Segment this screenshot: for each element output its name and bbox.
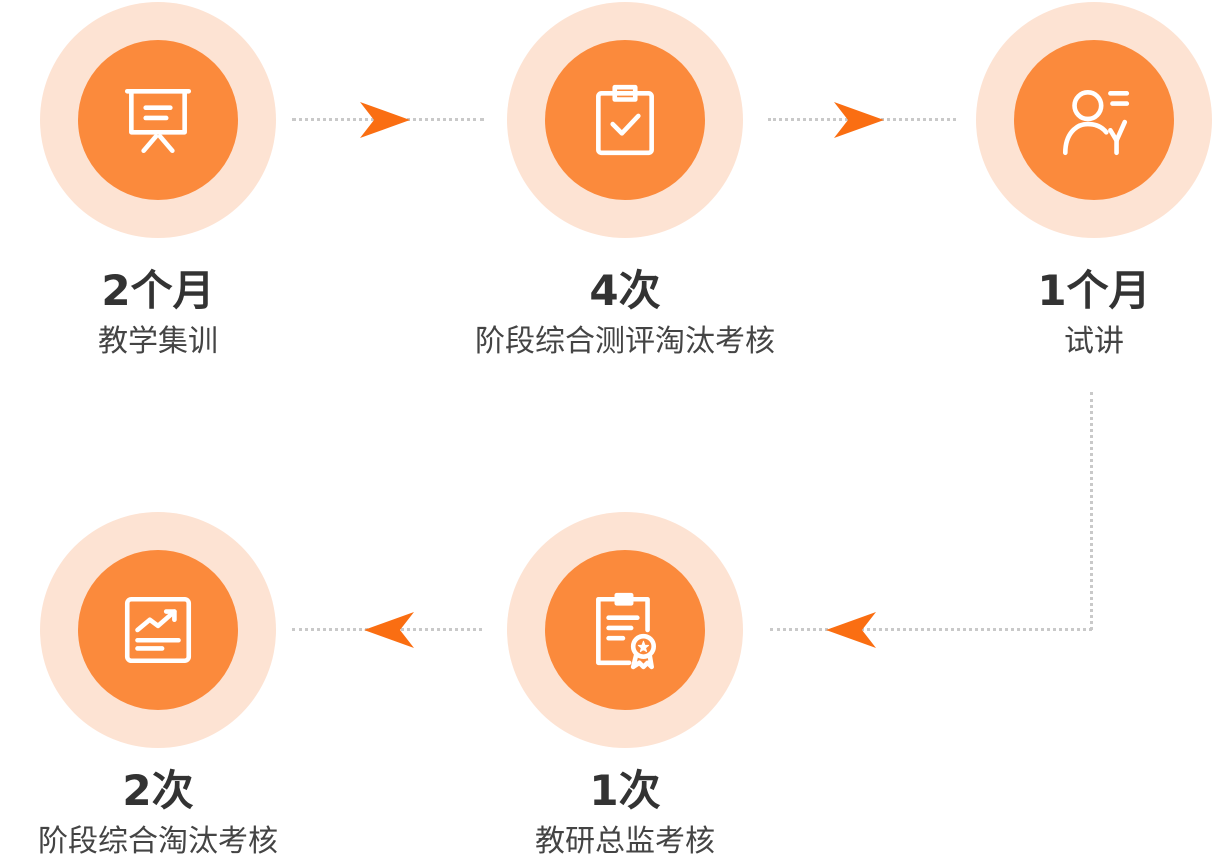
step-label: 2个月 教学集训 — [40, 266, 276, 362]
step-value: 2次 — [122, 766, 194, 815]
step-label: 1次 教研总监考核 — [455, 766, 795, 862]
arrow-left-icon — [826, 612, 876, 648]
step-desc: 教学集训 — [98, 324, 218, 359]
step-circle — [507, 2, 743, 238]
step-desc: 教研总监考核 — [535, 824, 715, 859]
arrow-left-icon — [364, 612, 414, 648]
step-label: 2次 阶段综合淘汰考核 — [0, 766, 318, 862]
step-value: 4次 — [589, 266, 661, 315]
certificate-award-icon — [596, 592, 657, 670]
step-circle — [507, 512, 743, 748]
step-value: 1个月 — [1037, 266, 1151, 315]
step-desc: 阶段综合淘汰考核 — [38, 824, 278, 859]
clipboard-check-icon — [596, 84, 654, 156]
connector-line-vertical — [1090, 392, 1093, 630]
step-value: 1次 — [589, 766, 661, 815]
step-desc: 阶段综合测评淘汰考核 — [475, 324, 775, 359]
step-circle — [40, 2, 276, 238]
user-lecture-icon — [1062, 90, 1130, 156]
presentation-board-icon — [124, 88, 192, 154]
connector-line — [770, 628, 1092, 631]
growth-chart-icon — [124, 596, 192, 664]
step-circle — [40, 512, 276, 748]
step-value: 2个月 — [101, 266, 215, 315]
arrow-right-icon — [360, 102, 410, 138]
arrow-right-icon — [834, 102, 884, 138]
step-label: 1个月 试讲 — [976, 266, 1212, 362]
step-desc: 试讲 — [1064, 324, 1124, 359]
step-label: 4次 阶段综合测评淘汰考核 — [405, 266, 845, 362]
step-circle — [976, 2, 1212, 238]
